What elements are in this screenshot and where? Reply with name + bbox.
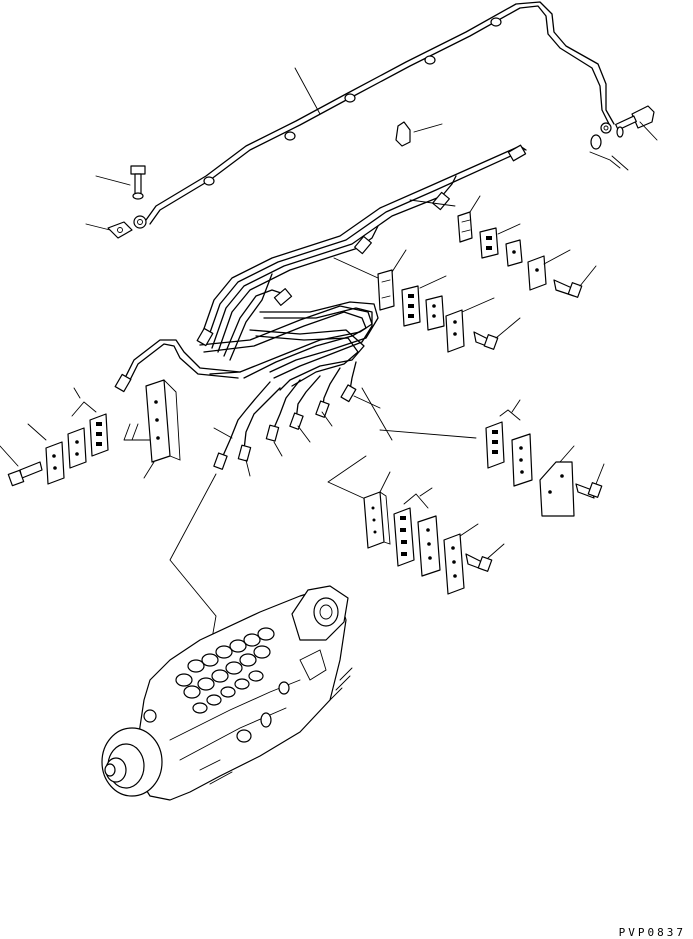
clamp-set-upper-right [458,196,596,297]
clamp-set-lower-middle [328,456,504,594]
gasket-left [86,222,132,238]
eyebolt-right [616,106,657,140]
clamp-set-upper-middle [378,250,520,352]
overflow-return-pipe [134,2,614,228]
injection-line-bundle [124,146,526,458]
drawing-code: PVP0837 [619,926,686,939]
leaders-lines [170,200,476,650]
gasket-right [590,127,628,170]
clamp-set-right [486,400,604,516]
fuel-injection-pump [102,586,352,800]
delivery-valve-row [176,628,274,713]
line-end-fittings [115,145,525,469]
hose-clip-top [396,122,442,146]
leader-overflow-pipe [295,68,320,114]
eyebolt-left [96,166,145,199]
clamp-set-left [0,380,180,486]
